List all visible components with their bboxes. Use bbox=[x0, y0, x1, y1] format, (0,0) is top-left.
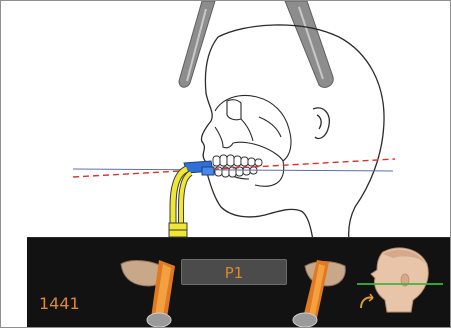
control-panel: 1441 P1 bbox=[27, 237, 451, 328]
exposure-counter: 1441 bbox=[39, 294, 80, 313]
program-button[interactable]: P1 bbox=[181, 259, 287, 285]
temple-support-left-icon[interactable] bbox=[121, 260, 175, 327]
bite-block-holder bbox=[169, 169, 191, 237]
temple-support-right-icon[interactable] bbox=[293, 260, 345, 327]
head-outline bbox=[201, 25, 384, 259]
temple-support-left bbox=[179, 1, 215, 87]
head-profile-icon[interactable] bbox=[357, 248, 443, 312]
temple-support-right bbox=[285, 1, 333, 87]
teeth bbox=[213, 155, 262, 177]
